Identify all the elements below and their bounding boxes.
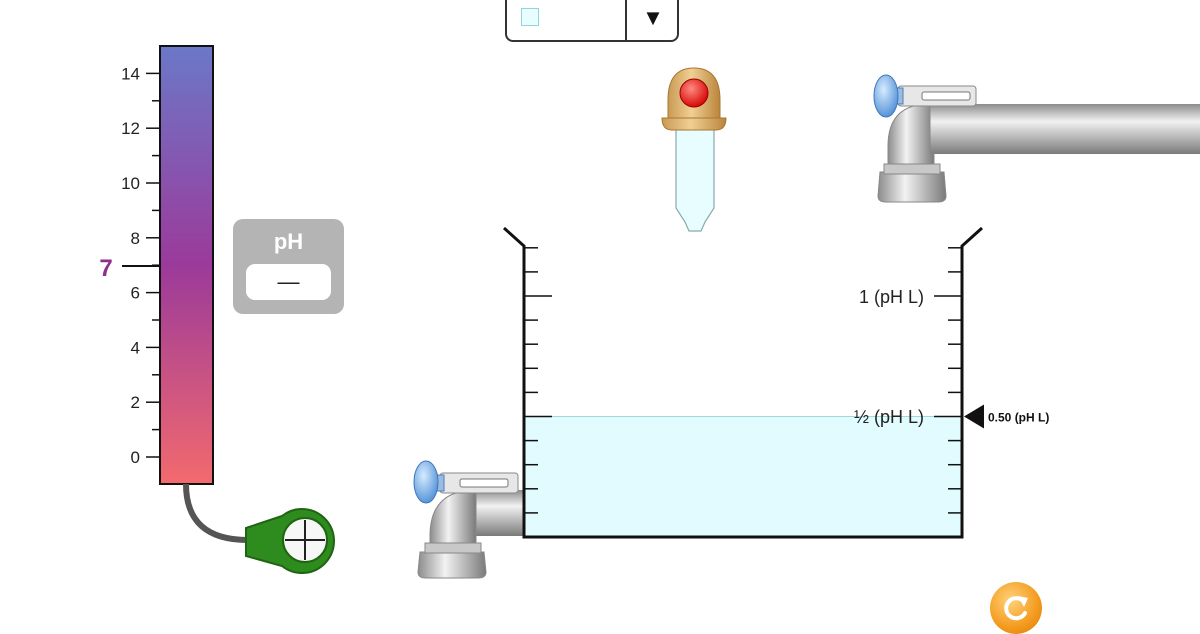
drain-faucet-elbow xyxy=(429,489,477,547)
ph-scale-bar xyxy=(159,45,214,485)
drain-faucet-collar xyxy=(424,542,482,554)
ph-scale-tick-label: 4 xyxy=(131,338,140,357)
volume-readout: 0.50 (pH L) xyxy=(988,411,1049,425)
water-faucet-knob[interactable] xyxy=(873,74,899,118)
dropper-tube xyxy=(675,127,715,232)
ph-scale-tick-label: 14 xyxy=(121,64,140,83)
dropper-collar xyxy=(661,117,727,131)
beaker: 1 (pH L) ½ (pH L) 0.50 (pH L) xyxy=(502,226,1049,539)
ph-meter: pH — xyxy=(233,219,344,314)
ph-meter-value: — xyxy=(246,264,331,300)
ph-scale-tick-labels: 14 12 10 8 6 4 2 0 xyxy=(121,64,140,467)
ph-scale-ticks xyxy=(146,72,160,458)
beaker-outline xyxy=(502,226,984,539)
water-pipe xyxy=(930,104,1200,154)
drain-faucet-knob[interactable] xyxy=(413,460,439,504)
beaker-liquid xyxy=(524,416,962,537)
ph-scale-tick-label: 2 xyxy=(131,393,140,412)
dropper-button[interactable] xyxy=(679,78,709,108)
drain-pipe xyxy=(470,490,526,536)
ph-scale-tick-label: 12 xyxy=(121,119,140,138)
beaker-label-half-liter: ½ (pH L) xyxy=(854,407,924,427)
ph-scale: 14 12 10 8 6 4 2 0 7 xyxy=(99,45,214,485)
drain-faucet-icon[interactable] xyxy=(413,460,526,579)
water-faucet-slider-track[interactable] xyxy=(921,91,971,101)
water-faucet-spout xyxy=(877,171,947,203)
water-faucet-collar xyxy=(883,163,941,175)
ph-meter-label: pH xyxy=(273,229,304,254)
ph-scale-tick-label: 8 xyxy=(131,229,140,248)
beaker-ticks-left xyxy=(524,247,552,514)
drain-faucet-slider-track[interactable] xyxy=(459,478,509,488)
solute-color-swatch xyxy=(521,8,539,26)
chevron-down-icon[interactable]: ▼ xyxy=(642,5,664,30)
dropper-icon[interactable] xyxy=(661,67,727,232)
reset-icon xyxy=(1004,596,1028,621)
water-faucet-icon[interactable] xyxy=(873,74,1200,203)
solute-selector-divider xyxy=(625,0,627,40)
ph-probe[interactable] xyxy=(183,483,335,574)
ph-scale-tick-label: 10 xyxy=(121,174,140,193)
beaker-label-one-liter: 1 (pH L) xyxy=(859,287,924,307)
reset-button[interactable] xyxy=(990,582,1042,634)
ph-scale-tick-label: 0 xyxy=(131,448,140,467)
ph-neutral-label: 7 xyxy=(99,255,112,282)
beaker-ticks-right xyxy=(934,247,962,514)
solute-selector[interactable]: ▼ xyxy=(505,0,679,42)
drain-faucet-spout xyxy=(417,551,487,579)
volume-pointer xyxy=(964,404,984,429)
water-faucet-elbow xyxy=(887,103,935,167)
probe-cable xyxy=(183,483,249,543)
ph-scale-tick-label: 6 xyxy=(131,284,140,303)
